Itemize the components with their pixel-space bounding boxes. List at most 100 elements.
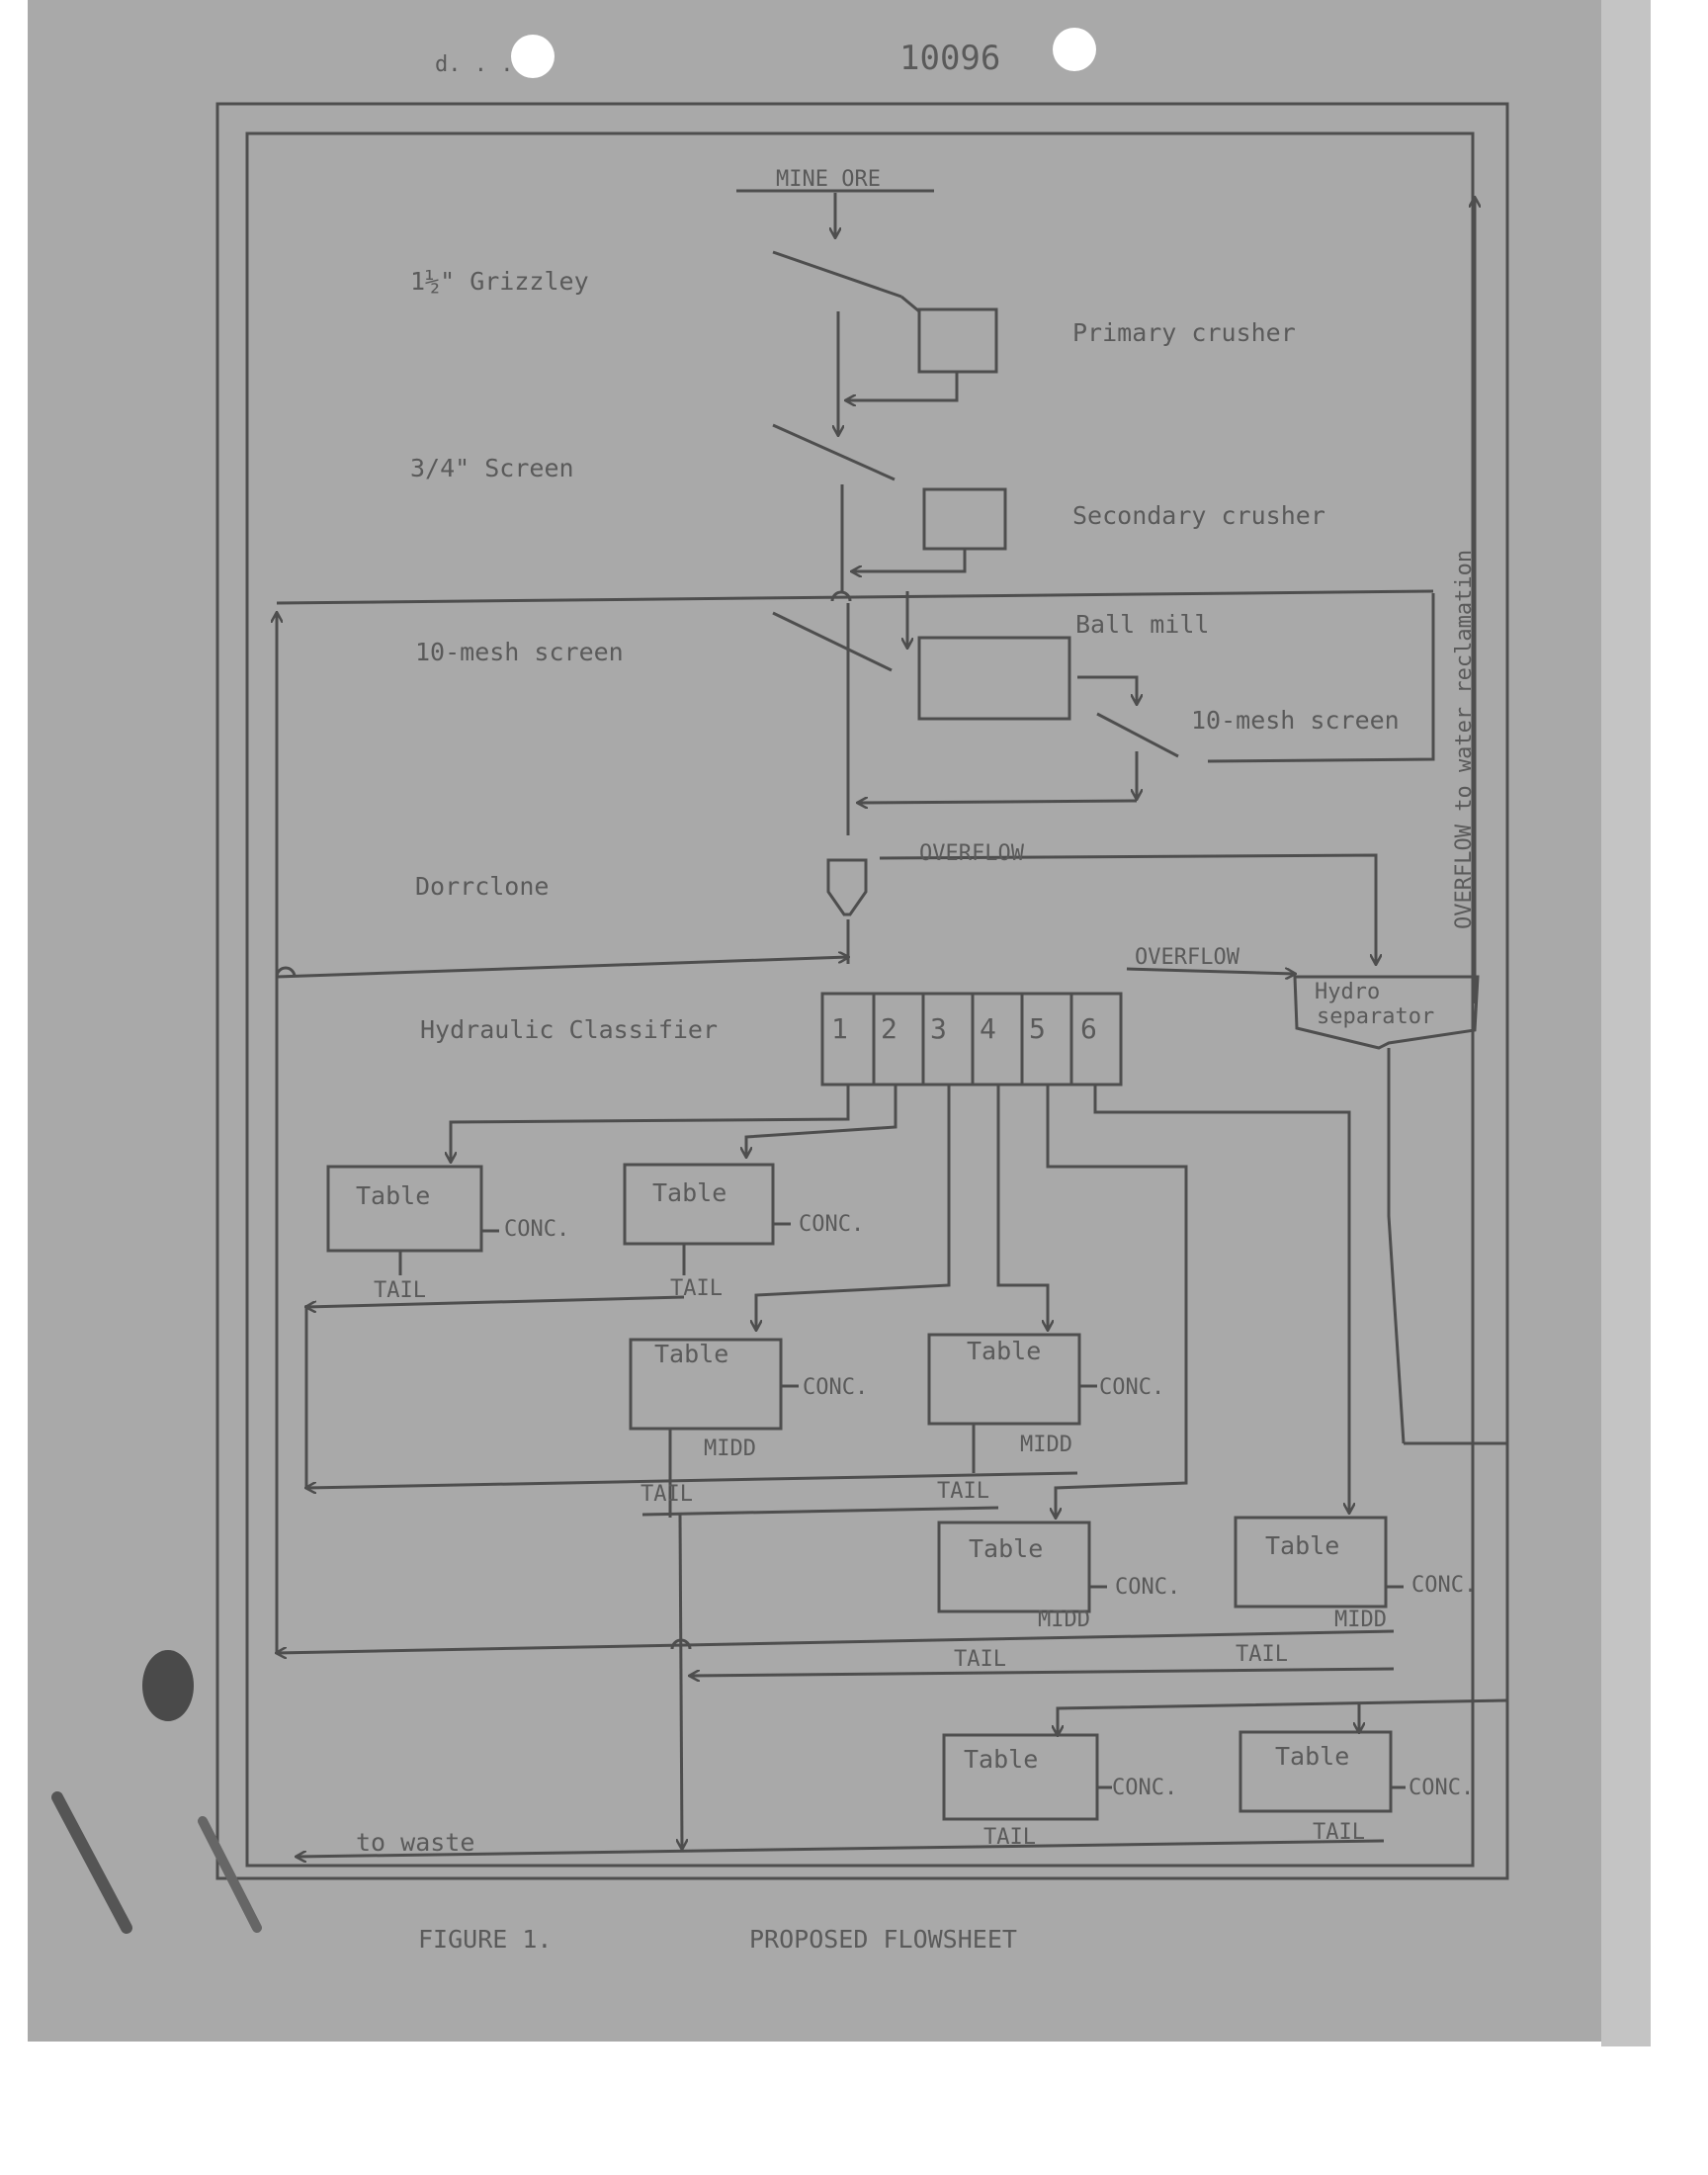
table-6-midd: MIDD <box>1334 1608 1387 1632</box>
classifier-cells: 1 2 3 4 5 6 <box>820 992 1123 1087</box>
table-2-conc: CONC. <box>799 1212 864 1237</box>
scanned-page <box>28 0 1641 2042</box>
final-table-feed-1 <box>1058 1698 1508 1735</box>
dorrclone-overflow <box>879 853 1376 964</box>
document-number: 10096 <box>899 39 1000 78</box>
tables-5-6-midd-return <box>277 1629 1395 1653</box>
punch-hole-left <box>511 35 555 78</box>
primary-crusher-box <box>917 307 998 374</box>
classifier-number-1: 1 <box>831 1012 848 1045</box>
spigot-2-line <box>746 1085 897 1157</box>
classifier-number-6: 6 <box>1080 1012 1097 1045</box>
grizzley-to-crusher <box>900 295 920 313</box>
screen-34-symbol <box>772 423 896 481</box>
outer-frame <box>215 102 1509 1880</box>
table-2-label: Table <box>652 1178 726 1207</box>
page-edge-shadow <box>1601 0 1651 2046</box>
table-4-conc: CONC. <box>1099 1375 1164 1400</box>
spigot-5-line <box>1046 1085 1188 1518</box>
table-4-box <box>927 1333 1081 1426</box>
screen-10-right-symbol <box>1096 712 1179 758</box>
table-3-label: Table <box>654 1340 728 1368</box>
primary-crusher-label: Primary crusher <box>1072 318 1296 347</box>
table-6-conc: CONC. <box>1411 1573 1477 1598</box>
hydro-underflow-right <box>1404 1441 1509 1700</box>
overflow-label-mid: OVERFLOW <box>1135 945 1240 970</box>
ball-mill-screen-oversize <box>1207 593 1435 763</box>
secondary-crusher-label: Secondary crusher <box>1072 501 1325 530</box>
to-waste-label: to waste <box>356 1828 474 1857</box>
table-3-box <box>629 1338 783 1431</box>
table-5-midd: MIDD <box>1038 1608 1090 1632</box>
overflow-label-top: OVERFLOW <box>919 841 1025 866</box>
punch-hole-right <box>1053 28 1096 71</box>
classifier-overflow <box>1126 967 1295 974</box>
tables-1-2-tail-return <box>306 1295 685 1307</box>
tables-3-4-tail-collector <box>641 1506 999 1517</box>
grizzley-label: 1½" Grizzley <box>410 267 589 296</box>
hydro-label-1: Hydro <box>1315 980 1380 1004</box>
table-8-box <box>1238 1730 1393 1813</box>
table-7-label: Table <box>964 1745 1038 1774</box>
classifier-cell-1 <box>820 992 876 1087</box>
scan-streak-1 <box>51 1791 132 1934</box>
table-7-box <box>942 1733 1099 1821</box>
table-3-midd: MIDD <box>704 1436 756 1461</box>
table-6-box <box>1234 1516 1388 1609</box>
table-1-tail: TAIL <box>374 1278 426 1303</box>
classifier-number-2: 2 <box>881 1012 897 1045</box>
ink-blot <box>142 1650 194 1721</box>
hydro-underflow <box>1387 1048 1406 1444</box>
figure-title: PROPOSED FLOWSHEET <box>749 1925 1017 1954</box>
table-5-tail: TAIL <box>954 1647 1006 1672</box>
line-crossing <box>830 590 852 602</box>
mine-ore-label: MINE ORE <box>776 167 881 192</box>
screen-10-right-label: 10-mesh screen <box>1191 706 1400 735</box>
recycle-top-line <box>276 589 1434 605</box>
screen-10-left-label: 10-mesh screen <box>415 638 624 666</box>
table-8-conc: CONC. <box>1409 1776 1474 1800</box>
table-6-tail: TAIL <box>1236 1642 1288 1667</box>
spigot-1-line <box>451 1085 850 1162</box>
tables-5-6-tail-return <box>690 1667 1395 1676</box>
table-4-midd: MIDD <box>1020 1433 1072 1457</box>
table-3-conc: CONC. <box>803 1375 868 1400</box>
table-1-label: Table <box>356 1181 430 1210</box>
classifier-number-3: 3 <box>930 1012 947 1045</box>
tables-3-4-midd-return <box>306 1471 1078 1488</box>
secondary-crusher-box <box>922 487 1007 551</box>
top-left-smudge-text: d. . . <box>435 52 513 77</box>
table-1-box <box>326 1165 483 1253</box>
table-4-label: Table <box>967 1337 1041 1365</box>
hydro-label-2: separator <box>1317 1004 1434 1029</box>
figure-number: FIGURE 1. <box>418 1925 552 1954</box>
spigot-3-line <box>756 1085 951 1330</box>
screen-34-label: 3/4" Screen <box>410 454 574 482</box>
classifier-number-4: 4 <box>980 1012 996 1045</box>
hydro-separator-symbol <box>1293 975 1480 1050</box>
table-1-conc: CONC. <box>504 1217 569 1242</box>
table-8-label: Table <box>1275 1742 1349 1771</box>
spigot-6-line <box>1093 1085 1349 1513</box>
tail-to-waste-drop <box>680 1514 682 1849</box>
table-5-conc: CONC. <box>1115 1575 1180 1600</box>
ball-mill-box <box>917 636 1071 721</box>
scan-streak-2 <box>198 1816 262 1933</box>
table-4-tail: TAIL <box>937 1479 989 1504</box>
grizzley-symbol <box>772 250 902 299</box>
line-crossing-2 <box>275 966 297 978</box>
inner-frame <box>245 131 1475 1868</box>
dorrclone-symbol <box>826 858 868 916</box>
classifier-number-5: 5 <box>1029 1012 1046 1045</box>
table-7-conc: CONC. <box>1112 1776 1177 1800</box>
table-5-box <box>937 1521 1091 1613</box>
screen-10-left-symbol <box>772 611 893 672</box>
table-5-label: Table <box>969 1534 1043 1563</box>
table-3-tail: TAIL <box>640 1482 693 1507</box>
table-6-label: Table <box>1265 1531 1339 1560</box>
table-2-box <box>623 1163 775 1246</box>
water-reclamation-label: OVERFLOW to water reclamation <box>1452 550 1477 929</box>
waste-line <box>297 1839 1385 1857</box>
ball-mill-label: Ball mill <box>1075 610 1209 639</box>
